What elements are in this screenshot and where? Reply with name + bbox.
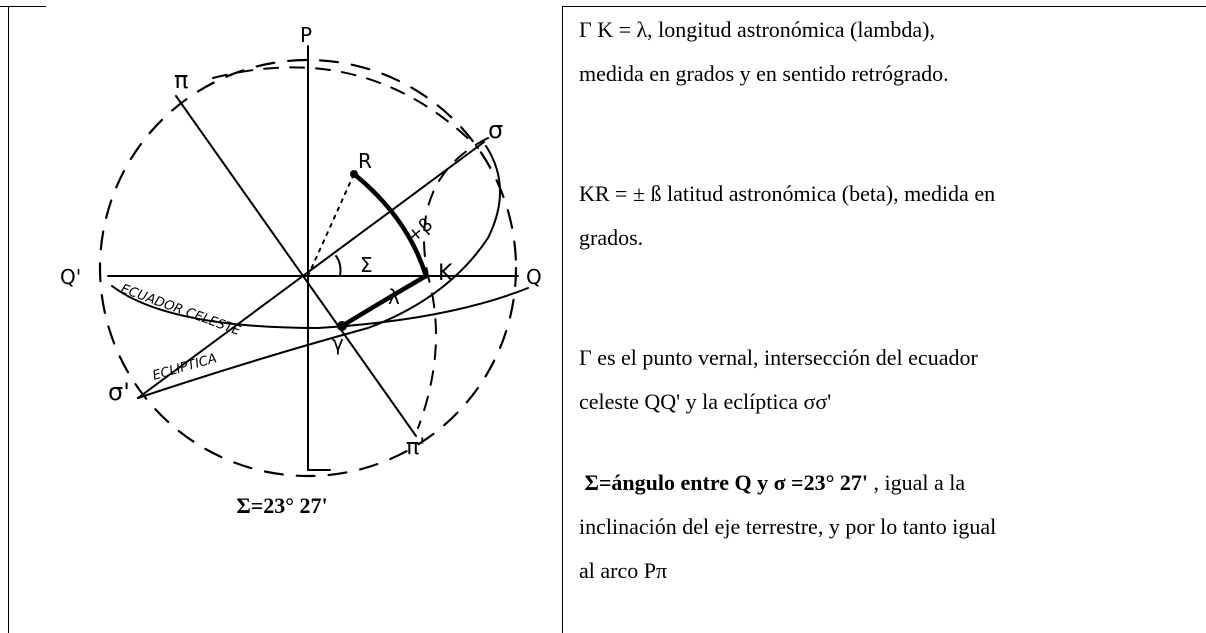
ecliptic-pole-axis [175, 95, 417, 437]
point-r [350, 170, 358, 178]
paragraph-obliquity-line3: al arco Pπ [579, 558, 668, 583]
paragraph-longitude: Γ K = λ, longitud astronómica (lambda), … [579, 8, 949, 96]
origin-to-r-line [307, 173, 355, 277]
obliquity-definition-rest: , igual a la [868, 470, 966, 495]
paragraph-vernal-point-line2: celeste QQ' y la eclíptica σσ' [579, 389, 832, 414]
paragraph-obliquity-line2: inclinación del eje terrestre, y por lo … [579, 514, 997, 539]
table-top-rule-left [0, 6, 46, 7]
label-sigma: σ [488, 116, 503, 144]
ecliptic-arc [137, 145, 501, 399]
label-gamma: γ [332, 331, 344, 355]
label-sigma-prime: σ' [108, 378, 130, 406]
meridian-arc [417, 137, 489, 429]
label-pi-prime: π' [406, 435, 425, 460]
top-dashed-arc [212, 66, 479, 149]
label-p: P [300, 23, 312, 47]
paragraph-longitude-line2: medida en grados y en sentido retrógrado… [579, 61, 949, 86]
paragraph-latitude-line2: grados. [579, 225, 644, 250]
diagram-caption: Σ=23° 27' [236, 493, 328, 518]
point-gamma [337, 321, 347, 331]
table-left-border [8, 6, 9, 633]
diagram-cell: P π π' Q Q' R K σ σ' Σ +β λ γ ECUADOR CE… [8, 8, 556, 633]
label-beta: +β [403, 214, 437, 247]
paragraph-latitude: KR = ± ß latitud astronómica (beta), med… [579, 172, 995, 260]
paragraph-longitude-line1: Γ K = λ, longitud astronómica (lambda), [579, 17, 935, 42]
paragraph-vernal-point-line1: Γ es el punto vernal, intersección del e… [579, 345, 978, 370]
sigma-angle-arc [335, 255, 342, 277]
obliquity-definition: Σ=ángulo entre Q y σ =23° 27' [584, 470, 869, 495]
table-column-divider [562, 6, 563, 633]
paragraph-obliquity: Σ=ángulo entre Q y σ =23° 27' , igual a … [579, 461, 996, 593]
table-top-rule-right [562, 6, 1206, 7]
label-big-sigma: Σ [360, 253, 373, 277]
celestial-equator-arc [111, 285, 529, 329]
label-ecliptica: ECLIPTICA [151, 351, 219, 384]
label-r: R [358, 149, 372, 173]
label-pi: π [174, 66, 188, 94]
label-q-prime: Q' [60, 265, 81, 289]
label-q: Q [526, 265, 542, 289]
text-cell: Γ K = λ, longitud astronómica (lambda), … [579, 6, 1204, 631]
latitude-arc [351, 171, 429, 279]
paragraph-vernal-point: Γ es el punto vernal, intersección del e… [579, 336, 978, 424]
paragraph-latitude-line1: KR = ± ß latitud astronómica (beta), med… [579, 181, 996, 206]
ecliptic-line [137, 141, 485, 399]
label-ecuador-celeste: ECUADOR CELESTE [119, 282, 244, 340]
label-k: K [438, 261, 453, 286]
celestial-sphere-diagram: P π π' Q Q' R K σ σ' Σ +β λ γ ECUADOR CE… [60, 23, 542, 478]
label-lambda: λ [388, 285, 400, 309]
celestial-sphere-circle [98, 58, 518, 478]
paragraph-obliquity-line1: Σ=ángulo entre Q y σ =23° 27' , igual a … [579, 461, 996, 505]
longitude-arc [339, 273, 429, 329]
